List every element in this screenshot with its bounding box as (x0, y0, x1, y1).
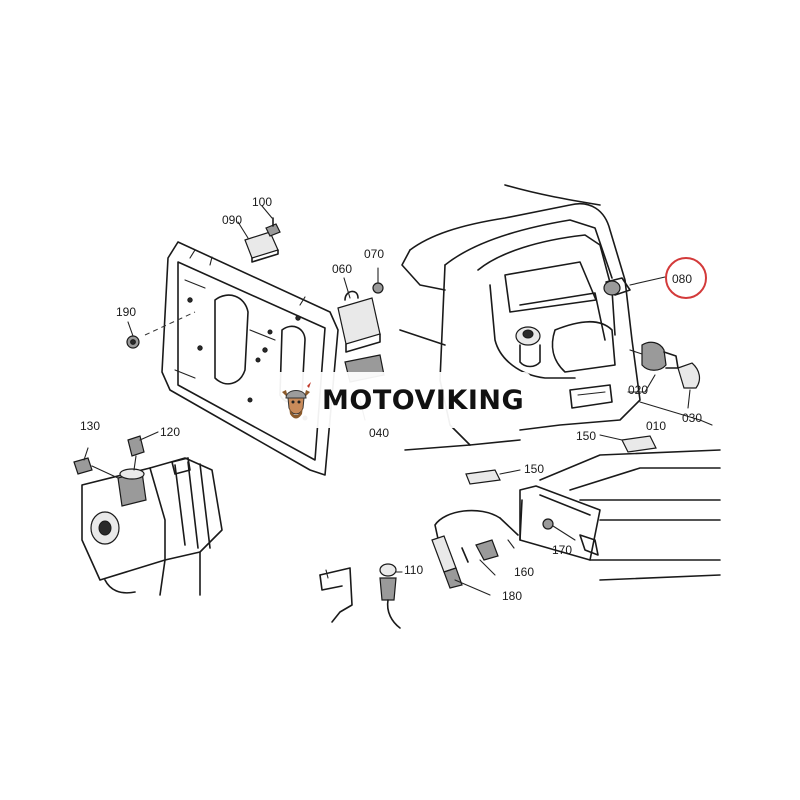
alternator (81, 457, 223, 596)
plate-150-upper (599, 434, 657, 453)
label-part-030: 030 (682, 411, 702, 425)
wire-harness (431, 509, 519, 596)
label-part-170: 170 (552, 543, 572, 557)
label-part-130: 130 (80, 419, 100, 433)
brand-name: MOTOVIKING (322, 384, 525, 416)
label-part-150-lower: 150 (524, 462, 544, 476)
rear-mounting-panel (144, 241, 339, 476)
sensor-bracket (519, 485, 601, 561)
label-part-090: 090 (222, 213, 242, 227)
label-part-100: 100 (252, 195, 272, 209)
key-switch-assembly (627, 341, 713, 426)
label-part-120: 120 (160, 425, 180, 439)
label-part-180: 180 (502, 589, 522, 603)
label-part-060: 060 (332, 262, 352, 276)
relay-060 (337, 277, 381, 353)
relay-090 (237, 221, 279, 263)
screw-100 (261, 205, 281, 237)
highlight-ring-080 (665, 257, 707, 299)
label-part-010: 010 (646, 419, 666, 433)
terminal-130 (73, 447, 119, 479)
terminal-120 (127, 431, 159, 471)
label-part-150-upper: 150 (576, 429, 596, 443)
switch-bracket (319, 567, 353, 623)
bolt-190 (126, 321, 140, 349)
label-part-040: 040 (369, 426, 389, 440)
label-part-080: 080 (672, 272, 692, 286)
dashboard-panel (399, 184, 666, 451)
switch-110 (379, 563, 403, 629)
frame-rails (539, 449, 721, 581)
screw-070 (372, 267, 384, 294)
brand-watermark: MOTOVIKING (268, 372, 531, 428)
label-part-070: 070 (364, 247, 384, 261)
label-part-160: 160 (514, 565, 534, 579)
plate-150-lower (465, 469, 521, 485)
label-part-110: 110 (404, 563, 423, 577)
viking-logo-icon (282, 382, 311, 419)
label-part-190: 190 (116, 305, 136, 319)
label-part-020: 020 (628, 383, 648, 397)
